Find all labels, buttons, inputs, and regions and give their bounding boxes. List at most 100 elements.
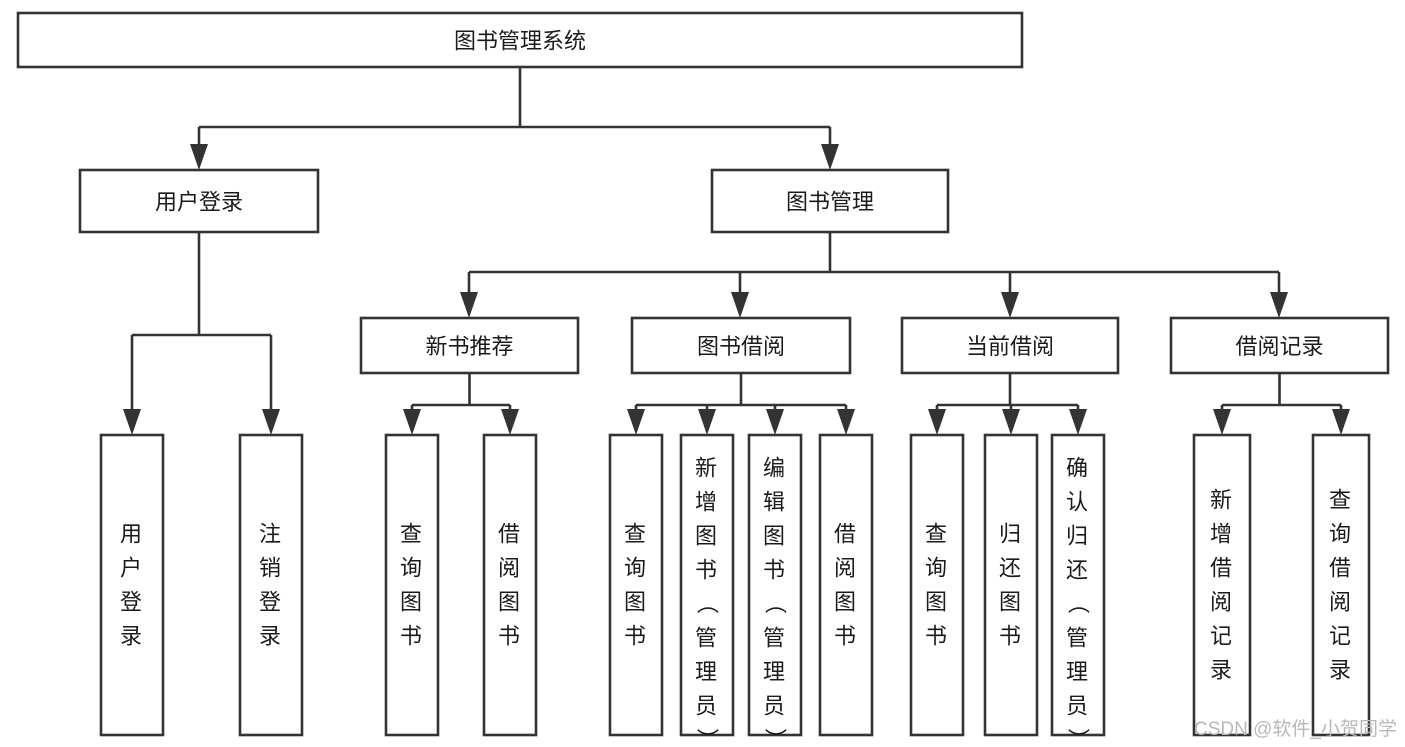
node-leaf-edit-book-box[interactable]: [747, 433, 803, 737]
node-leaf-edit-book-label-char: 编: [763, 456, 787, 481]
node-leaf-query-book-2-label-char: 查: [624, 522, 648, 547]
node-leaf-borrow-book-2-label-char: 借: [834, 522, 858, 547]
arrow-head-icon: [837, 409, 855, 435]
node-leaf-borrow-book-1-box[interactable]: [482, 433, 538, 737]
node-leaf-edit-book-label-char: ）: [763, 728, 788, 747]
arrow-head-icon: [821, 144, 839, 170]
node-leaf-add-book-label-char: （: [695, 592, 720, 616]
node-leaf-query-book-1-label-char: 查: [400, 522, 424, 547]
node-leaf-confirm-return-label-char: 确: [1066, 456, 1090, 481]
arrow-head-icon: [1001, 292, 1019, 318]
node-leaf-add-book-label-char: 管: [695, 626, 719, 651]
node-book-manage-box[interactable]: [710, 168, 950, 234]
node-leaf-query-record-label-char: 录: [1329, 658, 1353, 683]
node-leaf-query-book-3-label-char: 书: [925, 624, 949, 649]
node-leaf-query-book-3-label-char: 询: [925, 556, 949, 581]
node-leaf-query-record-label-char: 查: [1329, 488, 1353, 513]
arrow-head-icon: [1069, 409, 1087, 435]
node-leaf-edit-book-label-char: 理: [763, 660, 787, 685]
arrow-head-icon: [627, 409, 645, 435]
node-leaf-confirm-return-box[interactable]: [1050, 433, 1106, 737]
node-leaf-query-record-label-char: 阅: [1329, 590, 1353, 615]
node-leaf-confirm-return-label-char: 认: [1066, 490, 1090, 515]
watermark-text: CSDN @软件_小贺同学: [1194, 719, 1397, 740]
node-leaf-add-book-label-char: 理: [695, 660, 719, 685]
node-book-manage-label: 图书管理: [786, 190, 874, 215]
node-book-borrow[interactable]: 图书借阅: [630, 316, 852, 375]
node-leaf-edit-book-label-char: 书: [763, 558, 787, 583]
node-root-book-management-system-box[interactable]: [16, 11, 1024, 69]
node-leaf-user-login[interactable]: 用户登录: [99, 433, 165, 737]
node-leaf-query-record-box[interactable]: [1311, 433, 1371, 737]
node-leaf-return-book-label-char: 归: [999, 522, 1023, 547]
node-leaf-edit-book-label-char: 辑: [763, 490, 787, 515]
node-leaf-query-record-label-char: 借: [1329, 556, 1353, 581]
node-leaf-borrow-book-2-box[interactable]: [818, 433, 874, 737]
arrow-head-icon: [928, 409, 946, 435]
node-leaf-logout-box[interactable]: [238, 433, 304, 737]
node-user-login[interactable]: 用户登录: [78, 168, 320, 234]
node-leaf-logout-label-char: 销: [259, 556, 283, 581]
node-leaf-query-book-1-box[interactable]: [384, 433, 440, 737]
node-leaf-return-book-box[interactable]: [983, 433, 1039, 737]
arrow-head-icon: [1332, 409, 1350, 435]
arrow-head-icon: [1002, 409, 1020, 435]
node-book-borrow-box[interactable]: [630, 316, 852, 375]
arrow-head-icon: [190, 144, 208, 170]
node-leaf-user-login-label-char: 用: [120, 522, 144, 547]
arrow-head-icon: [731, 292, 749, 318]
node-leaf-user-login-label-char: 登: [120, 590, 144, 615]
node-current-borrow[interactable]: 当前借阅: [900, 316, 1120, 375]
node-leaf-add-book-label-char: 书: [695, 558, 719, 583]
node-new-book-recommend-box[interactable]: [359, 316, 580, 375]
node-leaf-query-book-2-box[interactable]: [608, 433, 664, 737]
node-book-manage[interactable]: 图书管理: [710, 168, 950, 234]
arrow-head-icon: [501, 409, 519, 435]
node-borrow-record-box[interactable]: [1169, 316, 1390, 375]
connectors-layer: [123, 67, 1350, 435]
node-book-borrow-label: 图书借阅: [697, 334, 785, 359]
node-leaf-borrow-book-2-label-char: 阅: [834, 556, 858, 581]
node-leaf-add-record-label-char: 借: [1210, 556, 1234, 581]
node-leaf-logout-label-char: 登: [259, 590, 283, 615]
arrow-head-icon: [123, 409, 141, 435]
node-leaf-add-book-label-char: 新: [695, 456, 719, 481]
node-leaf-query-book-3-box[interactable]: [909, 433, 965, 737]
node-leaf-borrow-book-1-label-char: 借: [498, 522, 522, 547]
node-leaf-add-book-label-char: 增: [695, 490, 719, 515]
node-leaf-query-book-2-label-char: 图: [624, 590, 648, 615]
node-leaf-confirm-return-label-char: 还: [1066, 558, 1090, 583]
node-leaf-query-record-label-char: 记: [1329, 624, 1353, 649]
node-current-borrow-box[interactable]: [900, 316, 1120, 375]
node-leaf-add-record-label-char: 录: [1210, 658, 1234, 683]
node-leaf-add-record-box[interactable]: [1192, 433, 1252, 737]
node-new-book-recommend-label: 新书推荐: [425, 334, 513, 359]
node-leaf-add-book-box[interactable]: [679, 433, 735, 737]
node-borrow-record[interactable]: 借阅记录: [1169, 316, 1390, 375]
node-leaf-user-login-box[interactable]: [99, 433, 165, 737]
node-leaf-confirm-return-label-char: 归: [1066, 524, 1090, 549]
node-new-book-recommend[interactable]: 新书推荐: [359, 316, 580, 375]
node-user-login-box[interactable]: [78, 168, 320, 234]
node-leaf-query-record-label-char: 询: [1329, 522, 1353, 547]
node-leaf-add-record-label-char: 新: [1210, 488, 1234, 513]
node-root-book-management-system[interactable]: 图书管理系统: [16, 11, 1024, 69]
node-leaf-confirm-return-label-char: （: [1066, 592, 1091, 616]
node-leaf-query-book-3-label-char: 图: [925, 590, 949, 615]
node-user-login-label: 用户登录: [155, 190, 243, 215]
node-leaf-logout-label-char: 录: [259, 624, 283, 649]
